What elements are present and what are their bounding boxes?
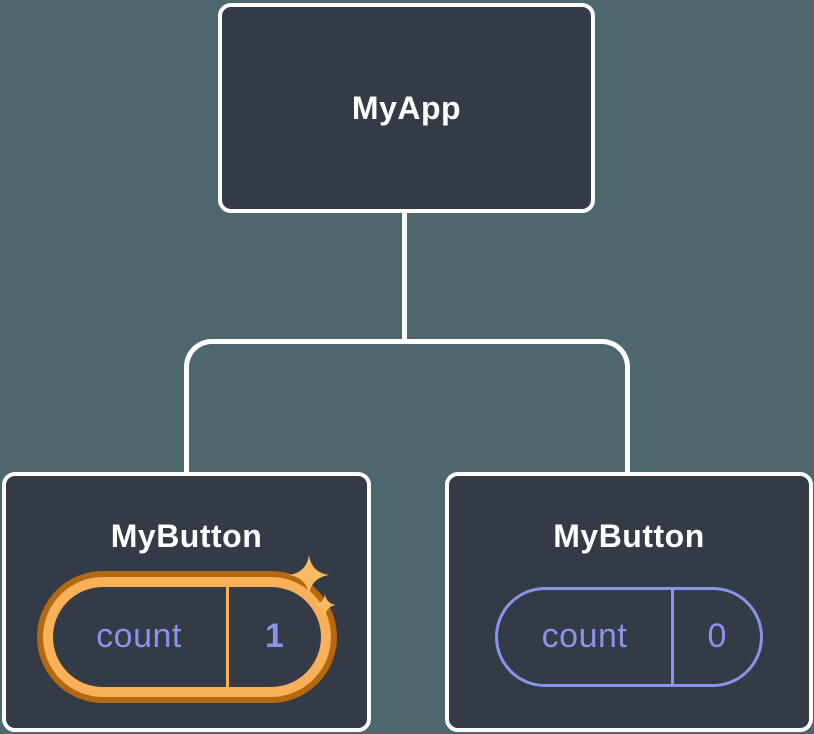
- state-pill-row-left: count 1: [36, 554, 337, 703]
- node-myapp-label: MyApp: [351, 89, 462, 126]
- node-mybutton-left-label: MyButton: [110, 518, 263, 554]
- state-value-segment: 0: [674, 590, 760, 684]
- node-mybutton-left: MyButton count 1: [2, 472, 371, 732]
- state-key-label: count: [96, 617, 182, 656]
- state-key-segment: count: [53, 587, 226, 687]
- node-mybutton-right: MyButton count 0: [445, 472, 813, 732]
- state-value-segment: 1: [229, 587, 321, 687]
- state-value: 0: [707, 617, 727, 656]
- state-key-label: count: [541, 617, 628, 656]
- pill-divider: [225, 586, 229, 687]
- node-mybutton-right-label: MyButton: [553, 518, 705, 554]
- pill-divider: [671, 589, 674, 684]
- state-highlight-ring: count 1: [36, 570, 337, 703]
- state-value: 1: [265, 617, 284, 656]
- node-myapp: MyApp: [218, 3, 595, 213]
- state-pill-right: count 0: [495, 586, 763, 687]
- state-key-segment: count: [498, 590, 671, 684]
- state-pill-left: count 1: [52, 586, 321, 687]
- connector-stem: [402, 211, 407, 344]
- connector-branch: [184, 339, 630, 472]
- state-pill-row-right: count 0: [495, 571, 763, 703]
